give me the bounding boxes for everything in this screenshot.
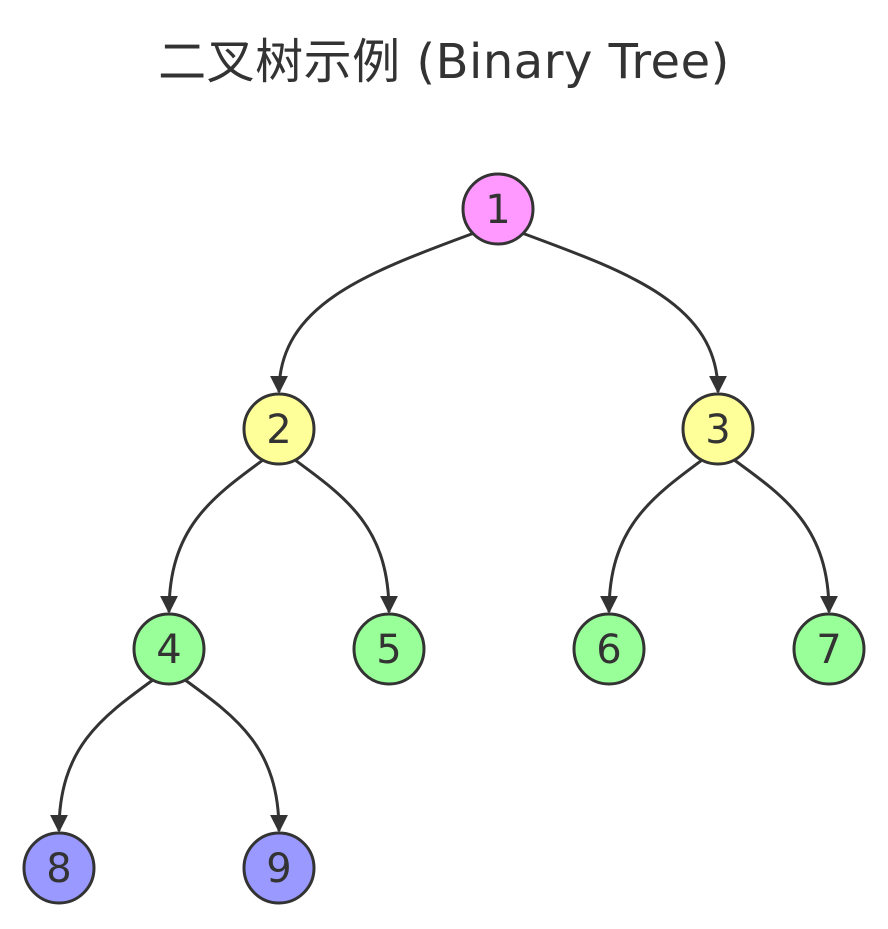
tree-node-6: 6 <box>572 612 646 686</box>
edge-n2-n4 <box>160 458 265 614</box>
tree-node-4: 4 <box>132 612 206 686</box>
node-circle <box>242 831 316 905</box>
edge-layer <box>50 231 838 833</box>
node-label: 2 <box>266 407 291 453</box>
node-label: 9 <box>266 846 291 892</box>
diagram-title: 二叉树示例 (Binary Tree) <box>158 34 730 90</box>
edge-n4-n9 <box>183 678 288 833</box>
tree-node-7: 7 <box>792 612 866 686</box>
node-circle <box>681 392 755 466</box>
tree-node-3: 3 <box>681 392 755 466</box>
tree-node-2: 2 <box>242 392 316 466</box>
tree-node-1: 1 <box>461 172 535 246</box>
edge-n2-n5 <box>293 458 398 614</box>
edge-n3-n7 <box>732 458 838 614</box>
node-circle <box>132 612 206 686</box>
node-layer: 1 2 3 4 5 6 7 8 9 <box>22 172 866 905</box>
node-circle <box>352 612 426 686</box>
node-label: 5 <box>376 627 401 673</box>
edge-n3-n6 <box>600 458 704 614</box>
edge-n1-n2 <box>270 231 475 394</box>
node-label: 7 <box>816 627 841 673</box>
node-label: 3 <box>705 407 730 453</box>
node-circle <box>461 172 535 246</box>
node-circle <box>22 831 96 905</box>
node-label: 6 <box>596 627 621 673</box>
edge-n1-n3 <box>521 231 727 394</box>
node-label: 4 <box>156 627 181 673</box>
edge-n4-n8 <box>50 678 155 833</box>
node-circle <box>792 612 866 686</box>
node-label: 1 <box>485 187 510 233</box>
node-circle <box>572 612 646 686</box>
tree-node-9: 9 <box>242 831 316 905</box>
node-circle <box>242 392 316 466</box>
node-label: 8 <box>46 846 71 892</box>
tree-node-8: 8 <box>22 831 96 905</box>
tree-node-5: 5 <box>352 612 426 686</box>
